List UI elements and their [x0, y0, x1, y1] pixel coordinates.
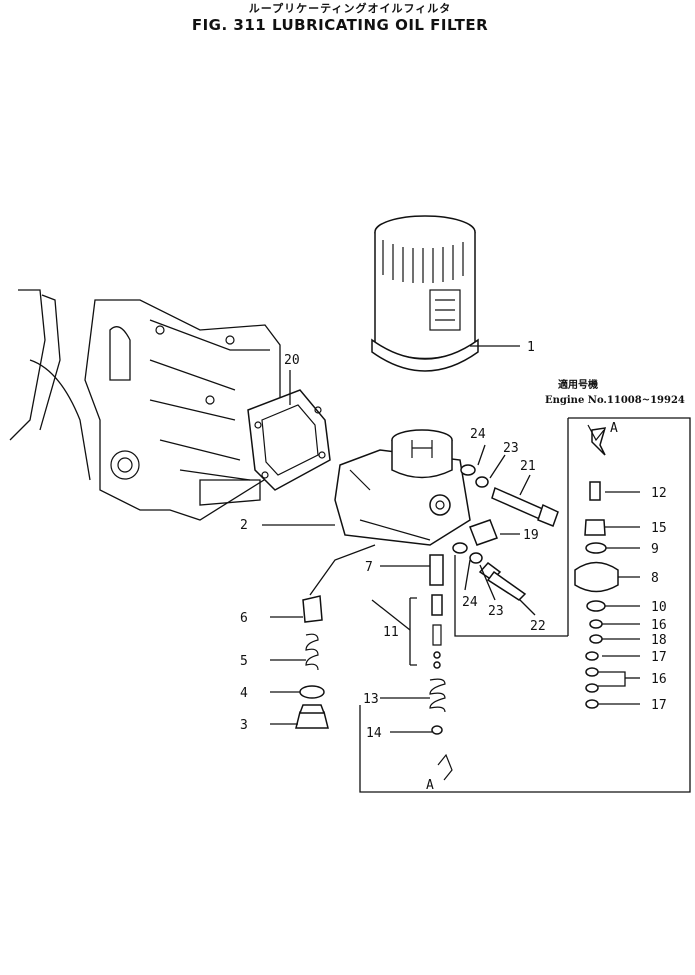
callout-10: 10	[651, 600, 667, 615]
section-marker-bottom: A	[426, 778, 434, 793]
callout-4: 4	[240, 686, 248, 701]
callout-17b: 17	[651, 698, 667, 713]
callout-9: 9	[651, 542, 659, 557]
applicability-serial: Engine No.11008~19924	[545, 395, 685, 406]
bolt-part-22	[478, 561, 527, 601]
callout-6: 6	[240, 611, 248, 626]
filter-cartridge-part-1	[371, 215, 479, 372]
filter-head-part-2	[334, 429, 471, 546]
callout-24b: 24	[462, 595, 478, 610]
valve-parts-7-11-13-14	[409, 554, 446, 735]
valve-parts-3-to-6	[295, 544, 376, 729]
callout-16b: 16	[651, 672, 667, 687]
callout-1: 1	[527, 340, 535, 355]
callout-13: 13	[363, 692, 379, 707]
callout-2: 2	[240, 518, 248, 533]
callout-20: 20	[284, 353, 300, 368]
callout-17a: 17	[651, 650, 667, 665]
callout-21: 21	[520, 459, 536, 474]
figure-title: FIG. 311 LUBRICATING OIL FILTER	[191, 16, 489, 34]
gasket-part-20	[247, 389, 331, 491]
title-japanese: ループリケーティングオイルフィルタ	[248, 2, 452, 15]
callout-3: 3	[240, 718, 248, 733]
callout-18: 18	[651, 633, 667, 648]
bolt-part-21	[491, 486, 559, 527]
callout-22: 22	[530, 619, 546, 634]
applicability-label: 適用号機	[558, 378, 598, 391]
section-a-markers	[437, 424, 605, 781]
callout-16a: 16	[651, 618, 667, 633]
callout-11: 11	[383, 625, 399, 640]
inset-parts-8-to-18	[574, 427, 619, 709]
inset-frame	[359, 417, 691, 793]
callout-8: 8	[651, 571, 659, 586]
section-marker-top: A	[610, 421, 618, 436]
callout-23b: 23	[488, 604, 504, 619]
callout-15: 15	[651, 521, 667, 536]
callout-7: 7	[365, 560, 373, 575]
plug-part-19	[469, 519, 498, 546]
callout-12: 12	[651, 486, 667, 501]
callout-14: 14	[366, 726, 382, 741]
engine-block-illustration	[9, 289, 281, 521]
callout-5: 5	[240, 654, 248, 669]
washers-parts-23-24	[452, 464, 489, 564]
callout-19: 19	[523, 528, 539, 543]
callout-23a: 23	[503, 441, 519, 456]
leader-lines	[262, 345, 640, 733]
callout-24a: 24	[470, 427, 486, 442]
